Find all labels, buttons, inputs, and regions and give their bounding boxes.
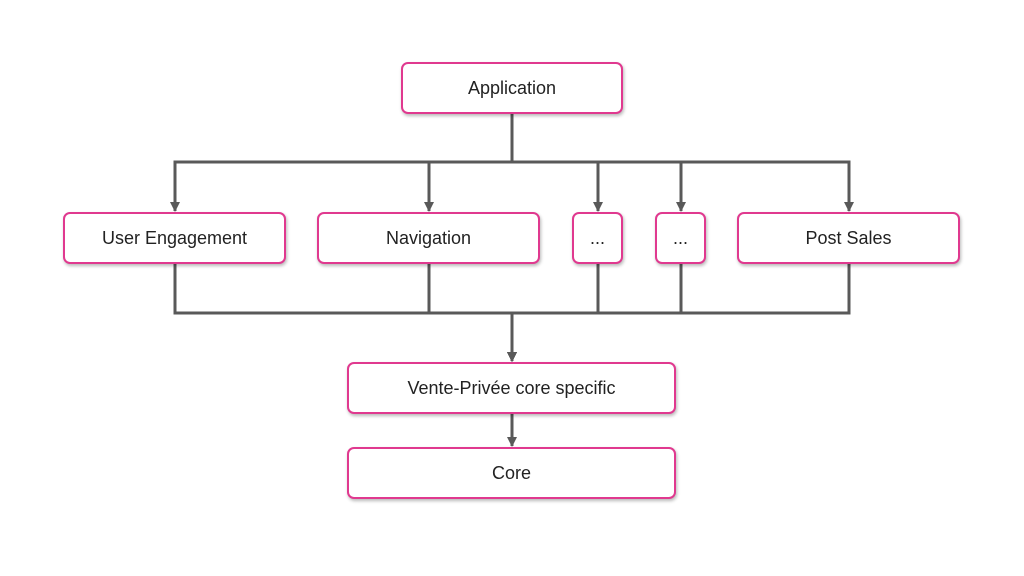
user-engagement-label: User Engagement xyxy=(101,227,248,248)
connector-application-to-navigation xyxy=(424,114,514,212)
vente-privee-core-node: Vente-Privée core specific xyxy=(347,362,676,414)
core-label: Core xyxy=(491,462,531,483)
application-node: Application xyxy=(401,62,623,114)
vente-privee-core-label: Vente-Privée core specific xyxy=(407,377,616,398)
connector-post-sales-to-vp-core xyxy=(507,264,851,362)
ellipsis-node-2: ... xyxy=(655,212,706,264)
connector-navigation-to-vp-core xyxy=(427,264,517,362)
navigation-node: Navigation xyxy=(317,212,540,264)
application-label: Application xyxy=(467,77,557,98)
user-engagement-node: User Engagement xyxy=(63,212,286,264)
post-sales-label: Post Sales xyxy=(805,227,892,248)
ellipsis-label-1: ... xyxy=(589,227,605,248)
ellipsis-node-1: ... xyxy=(572,212,623,264)
connector-application-to-post-sales xyxy=(510,114,854,212)
ellipsis-label-2: ... xyxy=(672,227,688,248)
core-node: Core xyxy=(347,447,676,499)
navigation-label: Navigation xyxy=(385,227,472,248)
post-sales-node: Post Sales xyxy=(737,212,960,264)
